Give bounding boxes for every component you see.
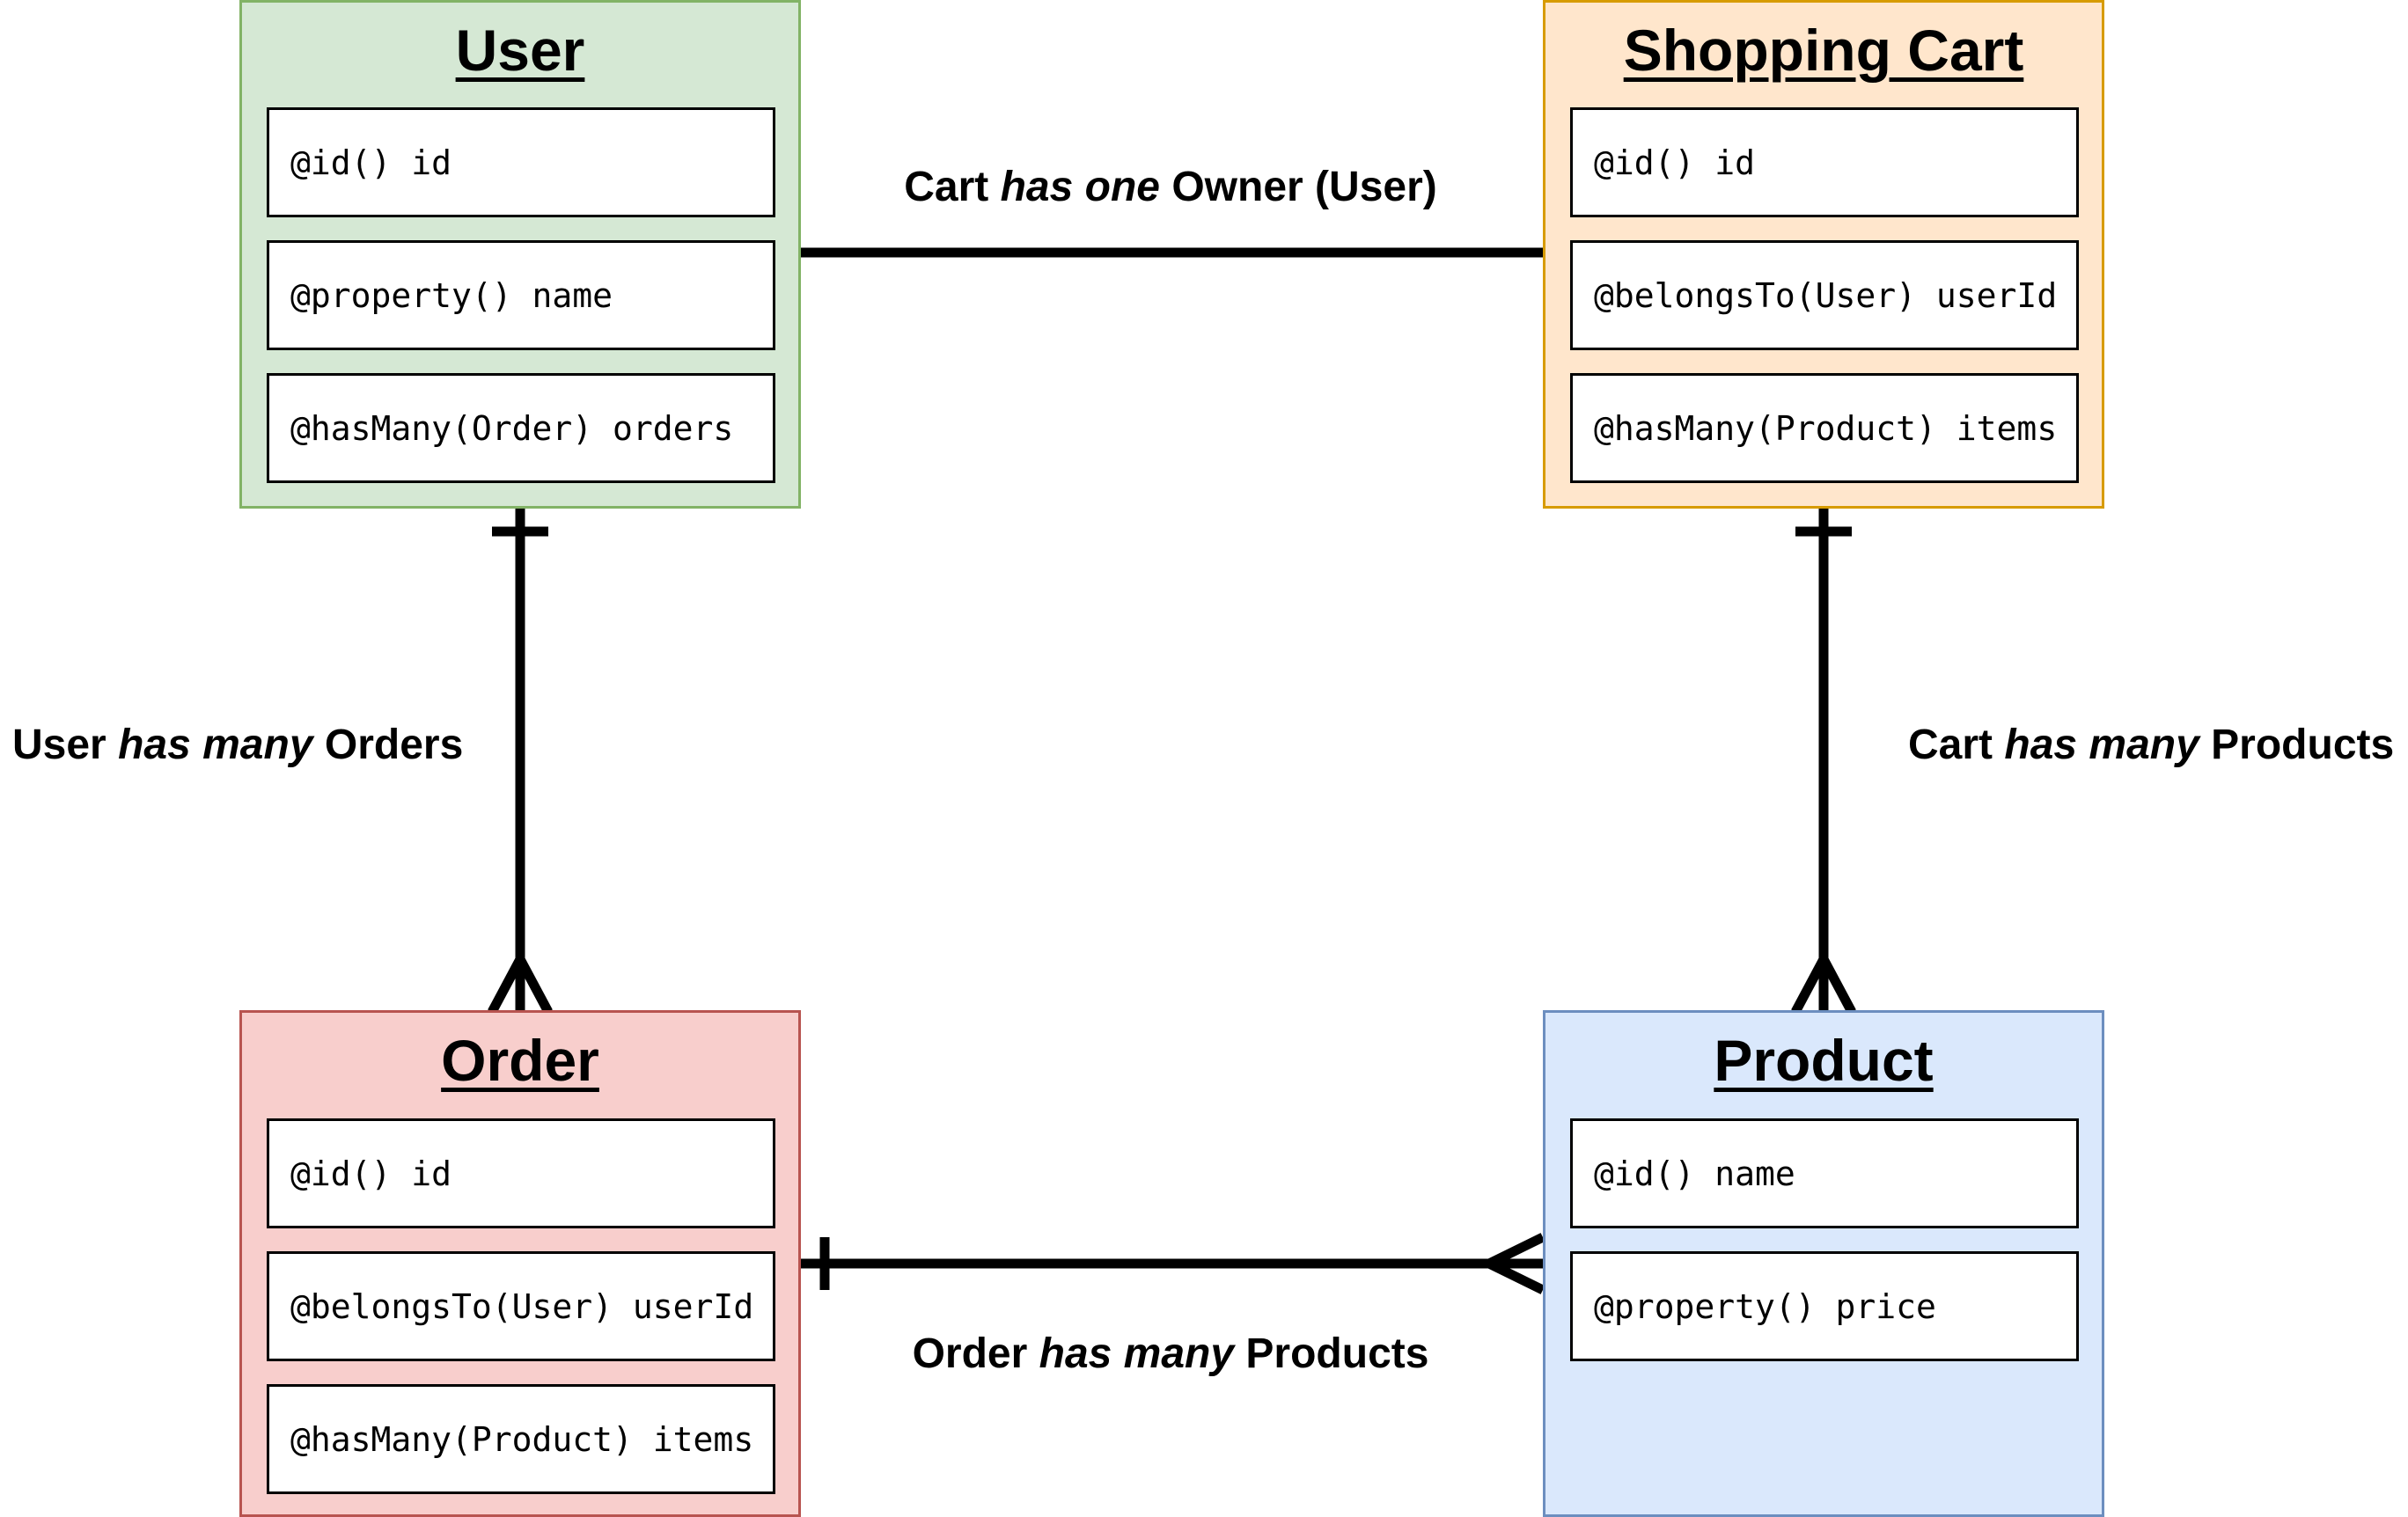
entity-product[interactable]: Product @id() name @property() price: [1543, 1010, 2104, 1517]
entity-order[interactable]: Order @id() id @belongsTo(User) userId @…: [239, 1010, 801, 1517]
field-user-id[interactable]: @belongsTo(User) userId: [267, 1251, 775, 1361]
entity-title: Shopping Cart: [1623, 18, 2024, 83]
relationship-label-cart-products: Cart has many Products: [1908, 719, 2394, 772]
relationship-label-user-orders: User has many Orders: [12, 719, 463, 772]
label-subject: Cart: [904, 164, 989, 210]
entity-title: Order: [441, 1028, 599, 1093]
relationship-label-order-products: Order has many Products: [880, 1328, 1461, 1381]
many-marker-order-products: [1478, 1233, 1545, 1294]
field-price[interactable]: @property() price: [1570, 1251, 2079, 1361]
label-verb: has many: [2004, 722, 2199, 768]
field-items[interactable]: @hasMany(Product) items: [1570, 373, 2079, 483]
label-verb: has many: [118, 722, 313, 768]
label-object: Owner (User): [1171, 164, 1437, 210]
field-name[interactable]: @property() name: [267, 240, 775, 350]
many-marker-cart-products: [1791, 949, 1856, 1015]
field-id[interactable]: @id() id: [1570, 107, 2079, 217]
entity-title: User: [455, 18, 585, 83]
field-id[interactable]: @id() id: [267, 107, 775, 217]
field-orders[interactable]: @hasMany(Order) orders: [267, 373, 775, 483]
entity-shopping-cart[interactable]: Shopping Cart @id() id @belongsTo(User) …: [1543, 0, 2104, 509]
label-subject: Cart: [1908, 722, 1993, 768]
label-verb: has many: [1039, 1330, 1235, 1377]
label-subject: Order: [912, 1330, 1028, 1377]
field-items[interactable]: @hasMany(Product) items: [267, 1384, 775, 1494]
field-name[interactable]: @id() name: [1570, 1118, 2079, 1228]
field-user-id[interactable]: @belongsTo(User) userId: [1570, 240, 2079, 350]
field-id[interactable]: @id() id: [267, 1118, 775, 1228]
relationship-label-cart-user: Cart has one Owner (User): [880, 161, 1461, 214]
entity-user[interactable]: User @id() id @property() name @hasMany(…: [239, 0, 801, 509]
entity-title: Product: [1714, 1028, 1934, 1093]
label-object: Orders: [324, 722, 464, 768]
label-object: Products: [1245, 1330, 1429, 1377]
label-subject: User: [12, 722, 106, 768]
many-marker-user-orders: [488, 949, 553, 1015]
label-object: Products: [2211, 722, 2395, 768]
label-verb: has one: [1000, 164, 1160, 210]
